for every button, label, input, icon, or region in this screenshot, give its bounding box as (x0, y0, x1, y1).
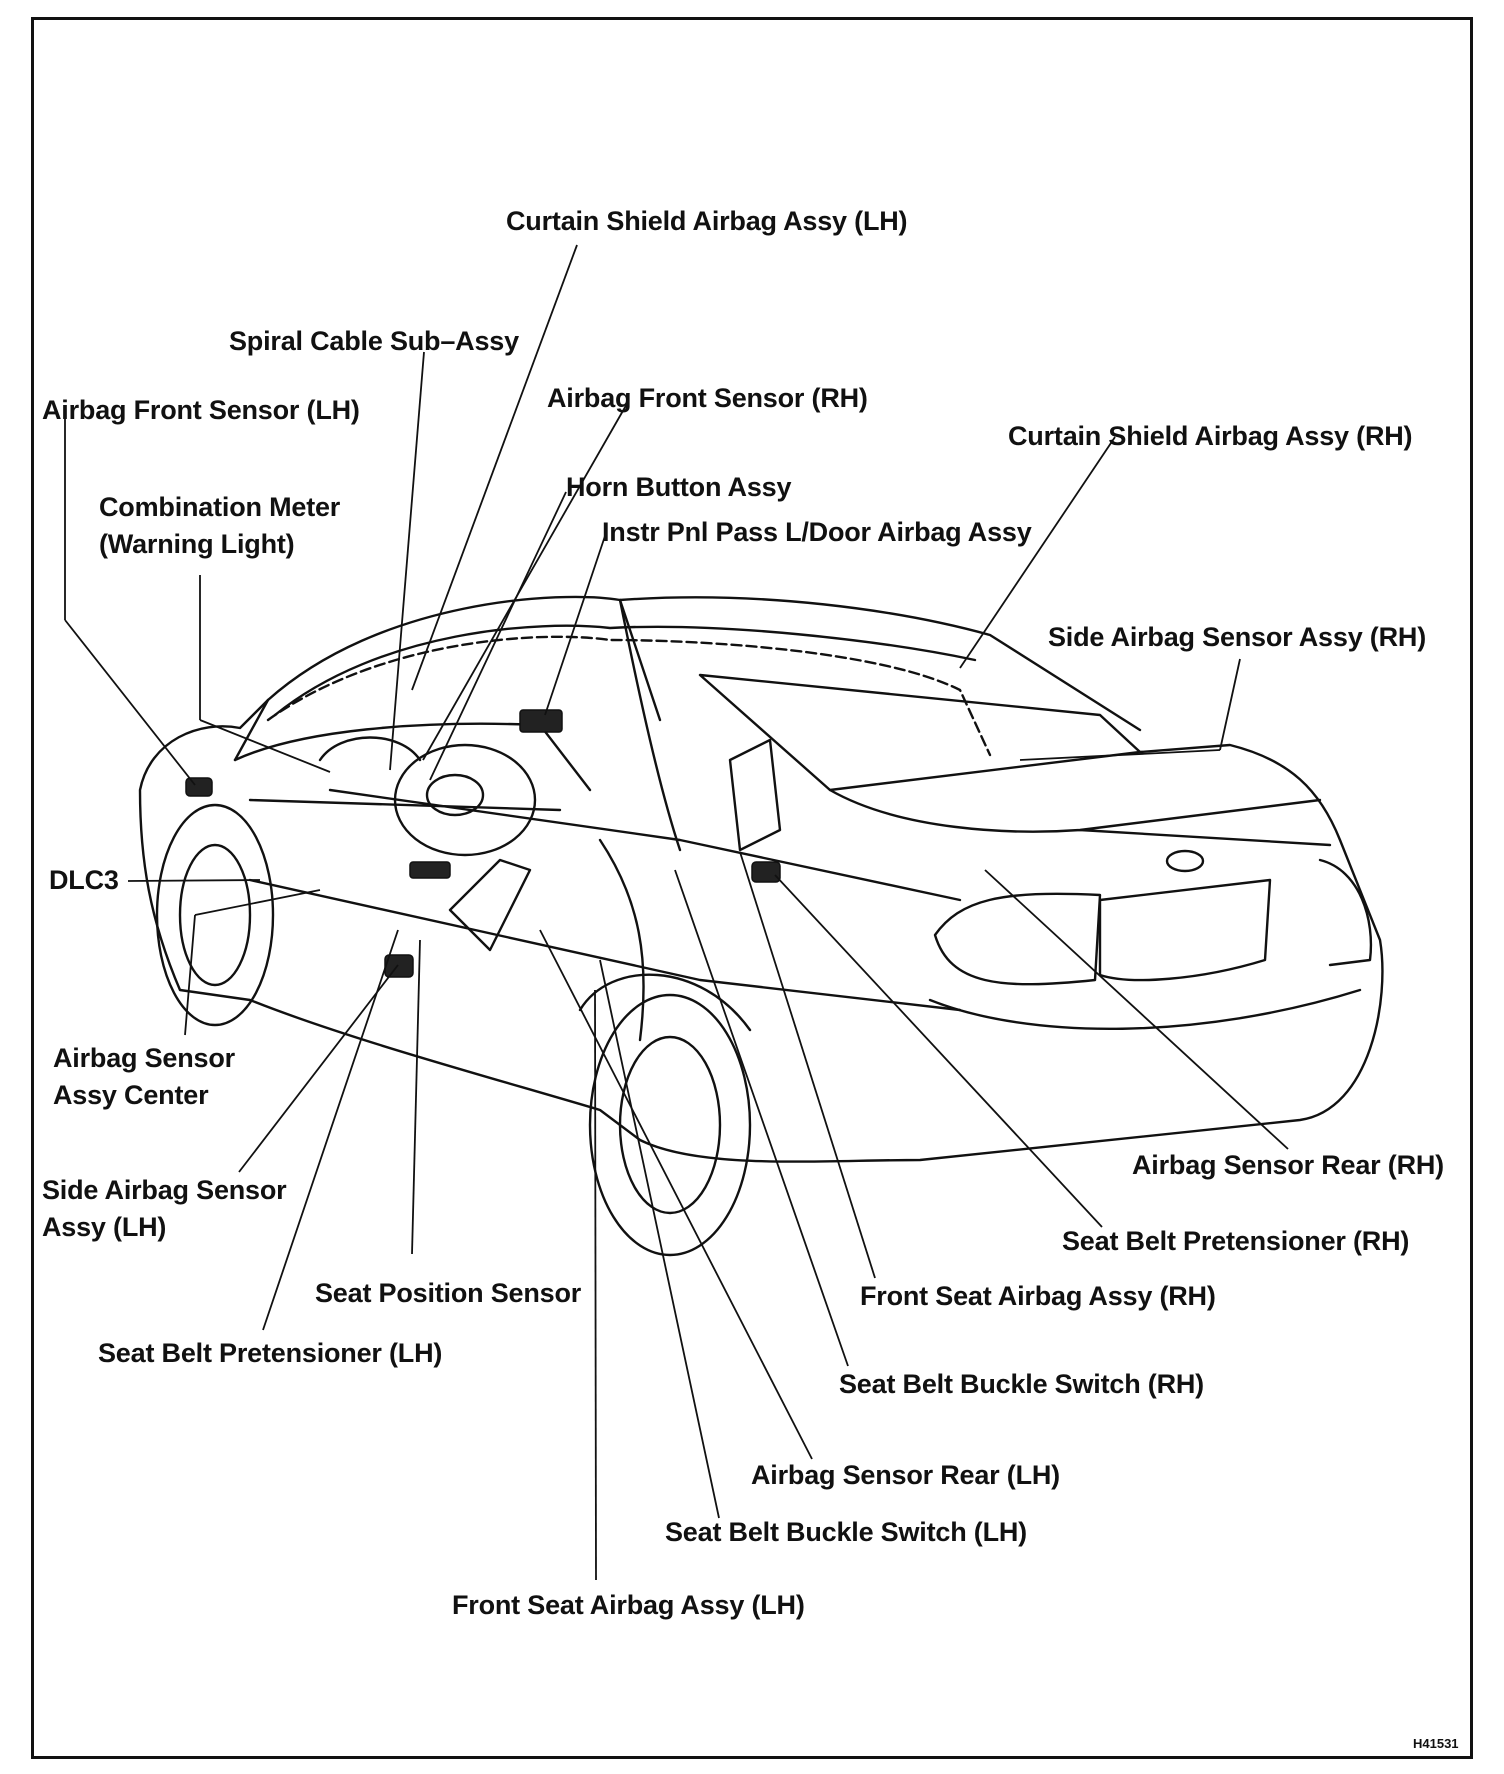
label-side-airbag-sensor-lh-1: Side Airbag Sensor (42, 1175, 287, 1205)
diagram-frame (31, 17, 1473, 1759)
front-seat (448, 858, 532, 952)
sill-line (248, 878, 962, 1012)
door-line (598, 598, 682, 1042)
label-seat-belt-pretensioner-lh: Seat Belt Pretensioner (LH) (98, 1338, 443, 1368)
body-outline (138, 698, 1384, 1163)
steering-hub (425, 773, 485, 817)
label-front-seat-airbag-rh: Front Seat Airbag Assy (RH) (860, 1281, 1216, 1311)
front-wheel-inner (178, 843, 252, 987)
label-airbag-sensor-center-1: Airbag Sensor (53, 1043, 235, 1073)
label-curtain-shield-rh: Curtain Shield Airbag Assy (RH) (1008, 421, 1413, 451)
label-airbag-front-sensor-lh: Airbag Front Sensor (LH) (42, 395, 360, 425)
airbag-sensor-center-body (409, 861, 451, 879)
label-airbag-sensor-rear-rh: Airbag Sensor Rear (RH) (1132, 1150, 1444, 1180)
rear-sensor-rh-body (751, 861, 781, 883)
label-horn-button: Horn Button Assy (566, 472, 792, 502)
label-seat-position-sensor: Seat Position Sensor (315, 1278, 582, 1308)
roof-inner (273, 624, 977, 717)
label-side-airbag-sensor-lh-2: Assy (LH) (42, 1212, 167, 1242)
label-dlc3: DLC3 (49, 865, 119, 895)
label-airbag-sensor-center-2: Assy Center (53, 1080, 209, 1110)
label-seat-belt-buckle-lh: Seat Belt Buckle Switch (LH) (665, 1517, 1027, 1547)
tail-light-left (933, 892, 1102, 986)
figure-reference-id: H41531 (1413, 1736, 1459, 1751)
label-combination-meter-2: (Warning Light) (99, 529, 295, 559)
tail-light-right (1318, 858, 1373, 967)
label-airbag-sensor-rear-lh: Airbag Sensor Rear (LH) (751, 1460, 1060, 1490)
front-wheel-outer (155, 803, 275, 1027)
curtain-airbag-rail (266, 635, 992, 757)
instr-pnl-airbag-body (519, 709, 563, 733)
license-recess (1098, 878, 1272, 982)
label-side-airbag-sensor-rh: Side Airbag Sensor Assy (RH) (1048, 622, 1426, 652)
label-seat-belt-pretensioner-rh: Seat Belt Pretensioner (RH) (1062, 1226, 1410, 1256)
rear-wheel-arch (578, 973, 752, 1032)
emblem (1165, 849, 1205, 873)
steering-wheel (393, 743, 537, 857)
label-airbag-front-sensor-rh: Airbag Front Sensor (RH) (547, 383, 868, 413)
label-curtain-shield-lh: Curtain Shield Airbag Assy (LH) (506, 206, 908, 236)
label-front-seat-airbag-lh: Front Seat Airbag Assy (LH) (452, 1590, 805, 1620)
label-seat-belt-buckle-rh: Seat Belt Buckle Switch (RH) (839, 1369, 1204, 1399)
trunk-lid (828, 788, 1332, 847)
dashboard (233, 722, 592, 812)
rear-seat (728, 738, 782, 852)
instrument-cluster (318, 736, 422, 762)
label-combination-meter-1: Combination Meter (99, 492, 341, 522)
rear-wheel-inner (618, 1035, 722, 1215)
rear-bumper (928, 988, 1362, 1031)
front-sensor-lh-body (185, 777, 213, 797)
windshield (233, 598, 662, 762)
label-instr-pnl-pass: Instr Pnl Pass L/Door Airbag Assy (602, 517, 1032, 547)
rear-wheel-outer (588, 993, 752, 1257)
rear-window (698, 673, 1142, 792)
label-spiral-cable: Spiral Cable Sub–Assy (229, 326, 519, 356)
